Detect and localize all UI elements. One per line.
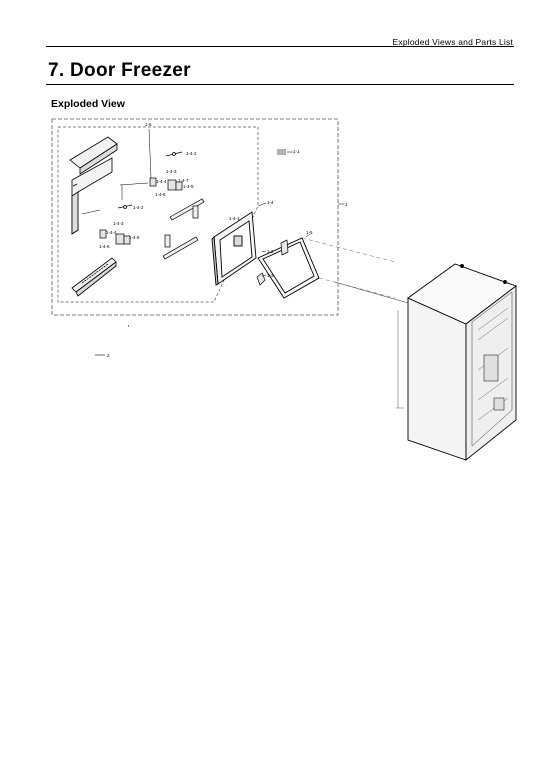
callout-1-4-6-b: 1-4-6 [99,244,110,249]
lower-hinge-parts [99,204,133,245]
callout-1-4-7: 1-4-7 [178,178,189,183]
refrigerator-body [396,263,517,461]
upper-hinge-parts [149,151,183,191]
callout-1-5: 1-5 [306,230,313,235]
guide-lines [301,237,396,299]
side-rails [162,198,205,260]
callout-1-4-4-b: 1-4-4 [106,230,117,235]
callout-1-6: 1-6 [145,122,152,127]
guide-line-main [334,281,409,304]
callout-2: 2 [107,353,110,358]
section-header: Exploded Views and Parts List [392,37,513,47]
upper-frame-part [71,157,113,235]
callout-1-4-2-b: 1-4-2 [133,205,144,210]
door-cap-part [69,136,118,175]
title-rule [46,84,514,85]
assembly-boundary [51,118,339,316]
callout-1-4-5-b: 1-4-5 [129,235,140,240]
callout-1-4-3-a: 1-4-3 [166,169,177,174]
door-panel-part [211,211,257,286]
page-subtitle: Exploded View [51,98,125,110]
callout-1-3: 1-3 [267,273,274,278]
callout-1-4-1: 1-4-1 [229,216,240,221]
lower-rail-part [71,257,117,297]
screw-parts [277,149,286,155]
callout-1-1: 1-1 [293,149,300,154]
callout-1-4-5-a: 1-4-5 [183,184,194,189]
callout-1-4-2-a: 1-4-2 [186,151,197,156]
callout-1-2: 1-2 [267,249,274,254]
callout-1-4-3-b: 1-4-3 [113,221,124,226]
door-glass-part [257,237,320,299]
callout-1-4-4-a: 1-4-4 [156,179,167,184]
callout-1-4: 1-4 [267,200,274,205]
page-title: 7. Door Freezer [48,60,191,81]
callout-1-4-6-a: 1-4-6 [155,192,166,197]
leader-lines [81,128,344,277]
callout-1: 1 [345,202,348,207]
header-rule [46,46,514,47]
